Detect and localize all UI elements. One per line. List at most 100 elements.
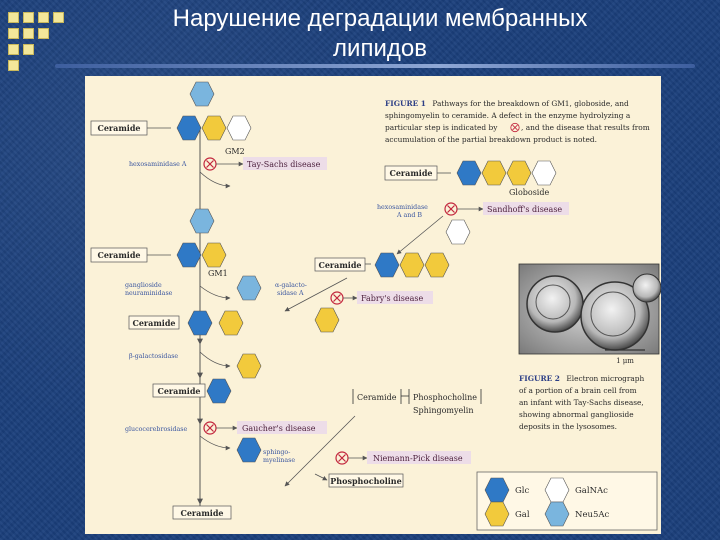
gal-hexagon bbox=[506, 160, 532, 186]
enzyme-agal-1: α-galacto- bbox=[275, 282, 307, 289]
block-agal-icon bbox=[330, 291, 344, 305]
ceramide-label: Ceramide bbox=[318, 260, 361, 270]
caption2-line5: deposits in the lysosomes. bbox=[519, 422, 617, 431]
caption2-line4: showing abnormal ganglioside bbox=[519, 410, 634, 419]
slide-title-line2: липидов bbox=[333, 35, 427, 62]
enzyme-hexb-1: hexosaminidase bbox=[377, 204, 428, 211]
ceramide-box bbox=[314, 257, 366, 272]
caption2-line1: Electron micrograph bbox=[566, 374, 644, 383]
gal-hexagon bbox=[481, 160, 507, 186]
sphingomyelin-label: Sphingomyelin bbox=[413, 406, 474, 415]
ceramide-label: Ceramide bbox=[132, 318, 175, 328]
ceramide-label-final: Ceramide bbox=[180, 508, 223, 518]
enzyme-smase-2: myelinase bbox=[263, 457, 295, 464]
neu5ac-hexagon bbox=[189, 208, 215, 234]
block-gluc-icon bbox=[203, 421, 217, 435]
phosphocholine-label: Phosphocholine bbox=[413, 393, 477, 402]
disease-box-fabry bbox=[357, 291, 433, 304]
legend-box bbox=[476, 471, 658, 531]
figure-panel: FIGURE 1 Pathways for the breakdown of G… bbox=[85, 76, 661, 534]
decor-square bbox=[23, 12, 34, 23]
glc-hexagon bbox=[187, 310, 213, 336]
scale-bar-label: 1 μm bbox=[616, 357, 634, 365]
glc-hexagon bbox=[176, 115, 202, 141]
globoside-structure: Ceramide Globoside bbox=[384, 160, 557, 197]
gal-hexagon bbox=[201, 115, 227, 141]
enzyme-gluc: glucocerebrosidase bbox=[125, 426, 188, 433]
legend-gal: Gal bbox=[515, 510, 530, 520]
legend: Glc GalNAc Gal Neu5Ac bbox=[476, 471, 658, 531]
figure-diagram: FIGURE 1 Pathways for the breakdown of G… bbox=[90, 81, 661, 531]
decor-square bbox=[8, 28, 19, 39]
gm2-structure: Ceramide GM2 bbox=[90, 81, 252, 156]
galnac-hexagon bbox=[445, 219, 471, 245]
disease-niemann-pick: Niemann-Pick disease bbox=[373, 454, 463, 463]
gm1-structure: Ceramide GM1 bbox=[90, 208, 228, 278]
galnac-hexagon bbox=[226, 115, 252, 141]
disease-box-sandhoff bbox=[483, 202, 569, 215]
decor-square bbox=[23, 44, 34, 55]
ceramide-label: Ceramide bbox=[97, 123, 140, 133]
enzyme-agal-2: sidase A bbox=[277, 290, 304, 297]
block-hexb-icon bbox=[444, 202, 458, 216]
gal-hexagon bbox=[314, 307, 340, 333]
glc-hexagon bbox=[176, 242, 202, 268]
disease-fabry: Fabry's disease bbox=[361, 294, 423, 303]
legend-glc: Glc bbox=[515, 486, 530, 496]
enzyme-neur-2: neuraminidase bbox=[125, 290, 173, 297]
phosphocholine-box bbox=[328, 473, 404, 488]
ceramide-label: Ceramide bbox=[357, 393, 397, 402]
glc-hexagon bbox=[374, 252, 400, 278]
phosphocholine-product: Phosphocholine bbox=[330, 476, 401, 486]
disease-box-gaucher bbox=[237, 421, 327, 434]
gm2-label: GM2 bbox=[225, 147, 245, 156]
decor-square bbox=[53, 12, 64, 23]
ceramide-box bbox=[152, 383, 206, 398]
decor-square bbox=[8, 44, 19, 55]
caption2-label: FIGURE 2 bbox=[519, 374, 560, 383]
enzyme-smase-1: sphingo- bbox=[263, 449, 290, 456]
caption1-line3a: particular step is indicated by bbox=[385, 123, 498, 132]
gal-hexagon bbox=[424, 252, 450, 278]
disease-sandhoff: Sandhoff's disease bbox=[487, 205, 562, 214]
disease-tay-sachs: Tay-Sachs disease bbox=[247, 160, 321, 169]
block-hexa-icon bbox=[203, 157, 217, 171]
enzyme-bgal: β-galactosidase bbox=[129, 353, 178, 360]
ceramide-box bbox=[128, 315, 180, 330]
sphingomyelin-structure: Ceramide Phosphocholine Sphingomyelin bbox=[352, 389, 482, 415]
ceramide-label: Ceramide bbox=[157, 386, 200, 396]
glc-hexagon bbox=[456, 160, 482, 186]
galnac-hexagon bbox=[531, 160, 557, 186]
decor-square bbox=[38, 12, 49, 23]
gm1-label: GM1 bbox=[208, 269, 228, 278]
caption2-line2: of a portion of a brain cell from bbox=[519, 386, 637, 395]
block-smase-icon bbox=[335, 451, 349, 465]
caption1-line4: accumulation of the partial breakdown pr… bbox=[385, 135, 597, 144]
decor-square bbox=[8, 60, 19, 71]
legend-neu5ac-swatch bbox=[544, 501, 570, 527]
caption1: FIGURE 1 Pathways for the breakdown of G… bbox=[385, 99, 629, 108]
gal-hexagon bbox=[236, 353, 262, 379]
decor-square bbox=[38, 28, 49, 39]
caption1-line3b: , and the disease that results from bbox=[521, 123, 650, 132]
ceramide-label: Ceramide bbox=[97, 250, 140, 260]
slide-title-line1: Нарушение деградации мембранных bbox=[172, 5, 588, 32]
legend-gal-swatch bbox=[484, 501, 510, 527]
caption1-line1: Pathways for the breakdown of GM1, globo… bbox=[432, 99, 629, 108]
caption2-line3: an infant with Tay-Sachs disease, bbox=[519, 398, 644, 407]
neu5ac-hexagon bbox=[236, 275, 262, 301]
ceramide-box bbox=[172, 505, 232, 520]
enzyme-hexa: hexosaminidase A bbox=[129, 161, 187, 168]
slide-title: Нарушение деградации мембранных липидов bbox=[120, 4, 640, 64]
gal-hexagon bbox=[218, 310, 244, 336]
glc-hexagon bbox=[236, 437, 262, 463]
legend-neu5ac: Neu5Ac bbox=[575, 510, 609, 520]
caption2: FIGURE 2 Electron micrograph bbox=[519, 374, 645, 383]
electron-micrograph bbox=[518, 263, 661, 355]
disease-gaucher: Gaucher's disease bbox=[242, 424, 316, 433]
globoside-label: Globoside bbox=[509, 188, 549, 197]
disease-box-niemann-pick bbox=[367, 451, 471, 464]
enzyme-neur-1: ganglioside bbox=[125, 282, 162, 289]
ceramide-label: Ceramide bbox=[389, 168, 432, 178]
